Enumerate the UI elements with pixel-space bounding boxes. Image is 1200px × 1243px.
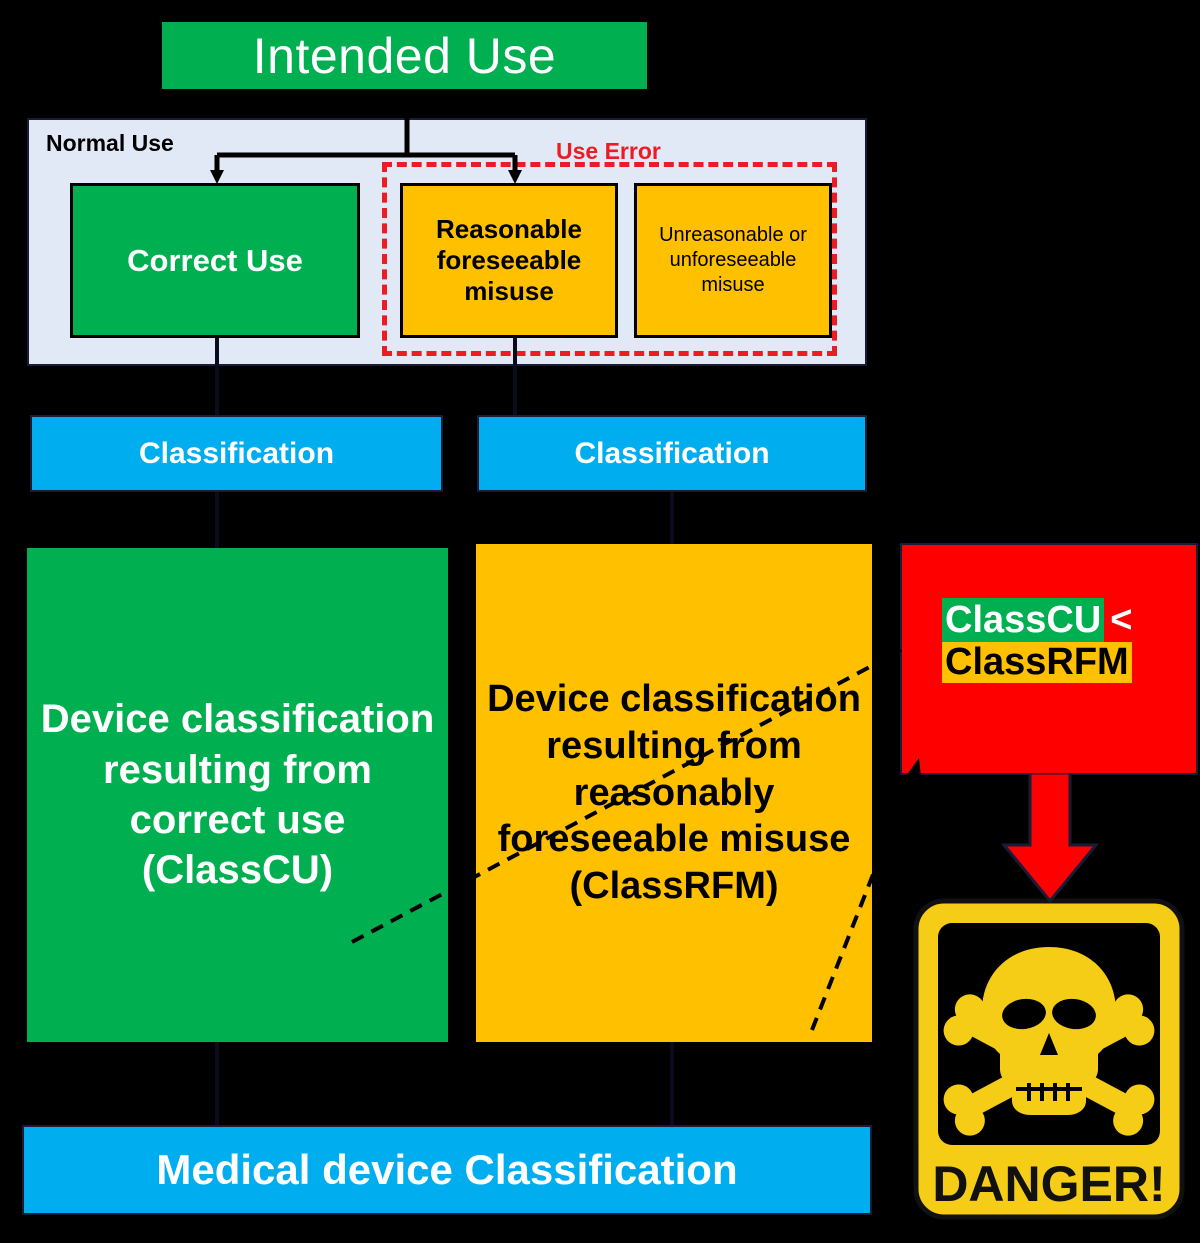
medical-device-classification-bar: Medical device Classification xyxy=(22,1125,872,1215)
use-error-label: Use Error xyxy=(556,138,661,164)
down-arrow-icon xyxy=(1000,773,1100,903)
correct-use-box: Correct Use xyxy=(70,183,360,338)
skull-and-crossbones-icon xyxy=(943,947,1155,1136)
unreasonable-unforeseeable-misuse-box: Unreasonable or unforeseeable misuse xyxy=(634,183,832,338)
classrfm-outcome-box: Device classification resulting from rea… xyxy=(476,544,872,1042)
intended-use-title: Intended Use xyxy=(162,22,647,89)
reasonable-foreseeable-misuse-box: Reasonable foreseeable misuse xyxy=(400,183,618,338)
danger-caption: DANGER! xyxy=(932,1156,1165,1212)
dashed-arrow-head-upper xyxy=(880,650,902,666)
comparison-box: ClassCU< ClassRFM xyxy=(900,543,1198,775)
use-error-region xyxy=(382,162,837,356)
classification-bar-right: Classification xyxy=(477,415,867,492)
danger-sign: DANGER! xyxy=(913,898,1185,1220)
classcu-outcome-box: Device classification resulting from cor… xyxy=(27,548,448,1042)
comparison-operator: < xyxy=(1110,599,1133,641)
normal-use-label: Normal Use xyxy=(46,130,174,156)
comparison-classrfm-chip: ClassRFM xyxy=(942,641,1132,683)
classification-bar-left: Classification xyxy=(30,415,443,492)
comparison-classcu-chip: ClassCU xyxy=(942,598,1105,642)
comparison-expression: ClassCU< ClassRFM xyxy=(942,598,1133,683)
